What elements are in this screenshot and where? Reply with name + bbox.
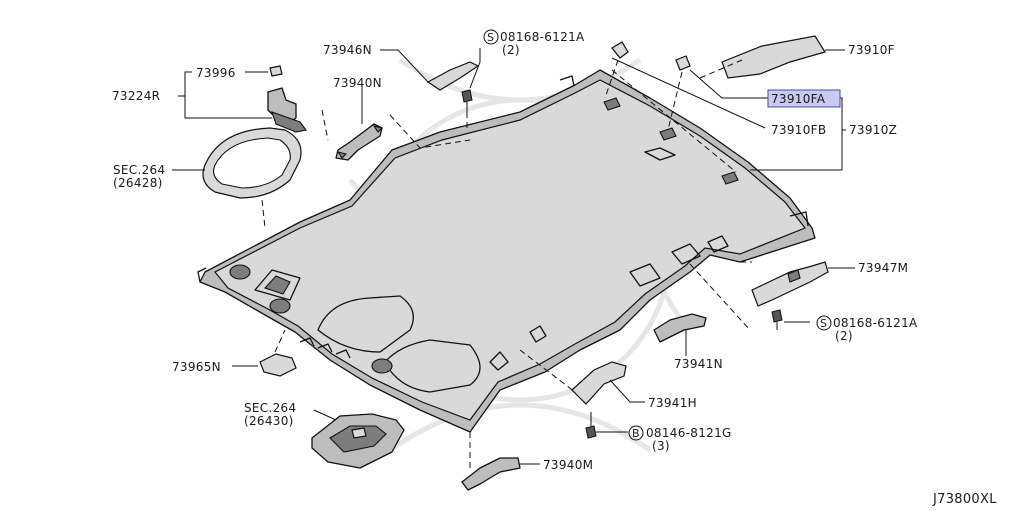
label-bolt-bottom-qty: (3) (652, 439, 670, 453)
leader-26430 (313, 409, 337, 421)
bolt-08146[interactable] (585, 412, 597, 439)
dashed-73947M (689, 261, 752, 331)
label-73910F: 73910F (848, 43, 895, 57)
bracket-73947M[interactable] (751, 261, 829, 307)
bolt-top-08168[interactable] (461, 89, 473, 112)
label-73946N: 73946N (323, 43, 372, 57)
headliner-panel[interactable] (197, 69, 816, 433)
leader-73910FB (611, 57, 766, 129)
leader-bolt-top (469, 48, 481, 89)
leader-73910FA (689, 69, 768, 99)
label-73910FB: 73910FB (771, 123, 826, 137)
label-bolt-right-qty: (2) (835, 329, 853, 343)
label-bolt-right-code: 08168-6121A (833, 316, 918, 330)
s-marker-right (816, 315, 832, 331)
label-73940N: 73940N (333, 76, 382, 90)
b-marker (628, 425, 644, 441)
b-marker-letter: B (632, 427, 640, 440)
bracket-73224R (178, 71, 272, 119)
label-73941N: 73941N (674, 357, 723, 371)
label-26430: (26430) (244, 414, 294, 428)
clip-73910FA[interactable] (611, 41, 691, 71)
label-73947M: 73947M (858, 261, 908, 275)
dashed-clips (604, 59, 743, 173)
label-bolt-bottom-code: 08146-8121G (646, 426, 732, 440)
label-73996: 73996 (196, 66, 236, 80)
leader-73946N (380, 49, 429, 83)
s-marker-right-letter: S (820, 317, 827, 330)
label-sec264-b: SEC.264 (244, 401, 296, 415)
label-bolt-top-code: 08168-6121A (500, 30, 585, 44)
dashed-73940N (321, 109, 471, 149)
pad-73910F[interactable] (721, 35, 826, 79)
s-marker-top-letter: S (487, 31, 494, 44)
assist-grip-73941N[interactable] (653, 313, 707, 343)
label-73910FA: 73910FA (771, 92, 826, 106)
highlight-73910FA (767, 89, 841, 108)
dashed-26428 (261, 199, 266, 229)
bracket-73941H[interactable] (571, 361, 627, 405)
label-73965N: 73965N (172, 360, 221, 374)
label-bolt-top-qty: (2) (502, 43, 520, 57)
dashed-73941H (519, 349, 576, 393)
assist-grip-73940M[interactable] (461, 457, 521, 491)
assist-grip-73940N[interactable] (335, 123, 384, 161)
dashed-73965N (274, 329, 286, 353)
leader-73941H (609, 379, 645, 403)
bolt-right-08168[interactable] (771, 309, 783, 330)
label-73910Z: 73910Z (849, 123, 897, 137)
s-marker-top (483, 29, 499, 45)
frame-ring-26428[interactable] (202, 127, 302, 199)
label-73941H: 73941H (648, 396, 697, 410)
label-73940M: 73940M (543, 458, 593, 472)
label-26428: (26428) (113, 176, 163, 190)
label-73224R: 73224R (112, 89, 160, 103)
map-lamp-26430[interactable] (311, 413, 405, 469)
label-sec264-a: SEC.264 (113, 163, 165, 177)
clip-73965N[interactable] (259, 353, 297, 377)
sun-visor-holder-73224R[interactable] (267, 65, 307, 133)
diagram-code: J73800XL (932, 492, 997, 507)
